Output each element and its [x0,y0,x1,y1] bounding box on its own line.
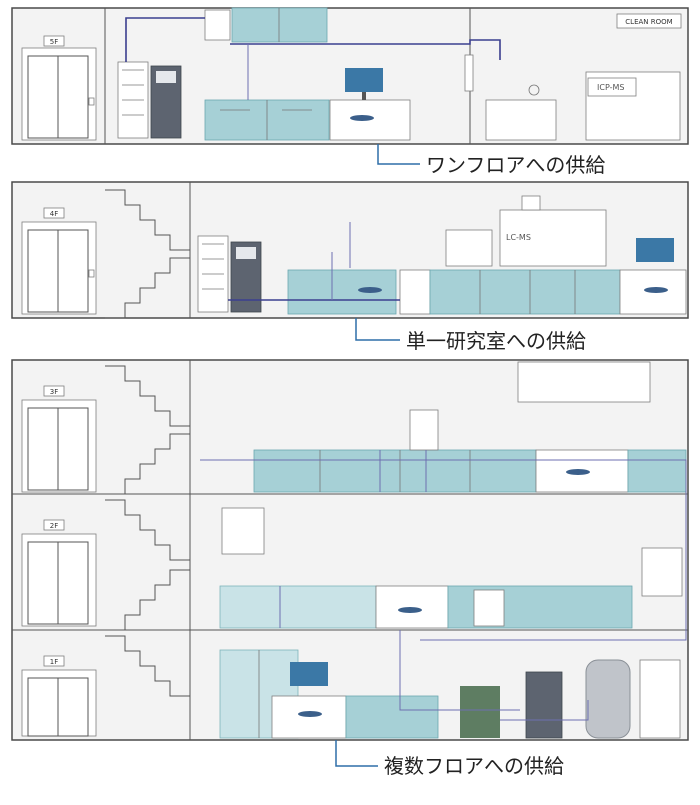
caption-one-floor: ワンフロアへの供給 [426,153,605,177]
desk [375,585,449,629]
chair-icon [298,711,322,717]
icp-ms-label: ICP-MS [597,83,624,92]
floor-label-3f: 3F [50,388,58,396]
floor-label-1f: 1F [50,658,58,666]
callout-line-one-floor [377,144,420,165]
staircase [105,499,190,631]
callout-line-single-lab [355,318,400,341]
system-unit-icon [525,671,563,739]
chair-icon [398,607,422,613]
chair-icon [566,469,590,475]
reagent-shelf [517,361,651,403]
chair-icon [350,115,374,121]
floor-label-5f: 5F [50,38,58,46]
icp-ms-instrument-icon [585,71,681,141]
monitor-icon [345,68,383,92]
desk [271,695,347,739]
elevator-icon [21,669,97,737]
water-system-unit-icon [117,61,182,139]
wall-cabinet [231,7,328,43]
lab-bench-cabinet [429,269,621,315]
panel-multi-floor: 3F 2F 1F [11,359,689,741]
dispenser-icon [399,269,431,315]
staircase [105,635,190,697]
chair-icon [644,287,668,293]
lab-bench-cabinet [627,449,687,493]
dispenser-icon [409,409,439,451]
monitor-icon [290,662,328,686]
panel-4f: 4F LC-MS [11,181,689,319]
elevator-icon [21,533,97,627]
instrument-icon [641,547,683,597]
elevator-icon [21,221,97,315]
system-unit-icon [460,686,500,738]
floor-label-4f: 4F [50,210,58,218]
staircase [105,365,190,495]
monitor-icon [636,238,674,262]
lab-bench-cabinet [253,449,537,493]
lc-ms-instrument-icon [445,195,607,267]
lab-bench-cabinet [287,269,397,315]
elevator-icon [21,47,97,141]
panel-5f: 5F CLEAN R [11,7,689,145]
callout-line-multi-floor [335,740,378,767]
storage-tank-icon [585,659,631,739]
chair-icon [358,287,382,293]
pipette-rack-icon [221,507,265,555]
clean-room-label: CLEAN ROOM [625,18,672,26]
lab-bench-cabinet [219,585,377,629]
dispenser-icon [204,9,231,41]
pretreatment-unit-icon [639,659,681,739]
caption-multi-floor: 複数フロアへの供給 [384,754,564,778]
staircase [105,189,190,319]
dispenser-icon [473,589,505,627]
floor-label-2f: 2F [50,522,58,530]
lab-bench-cabinet [345,695,439,739]
elevator-icon [21,399,97,493]
caption-single-lab: 単一研究室への供給 [406,329,586,353]
lc-ms-label: LC-MS [506,233,531,242]
